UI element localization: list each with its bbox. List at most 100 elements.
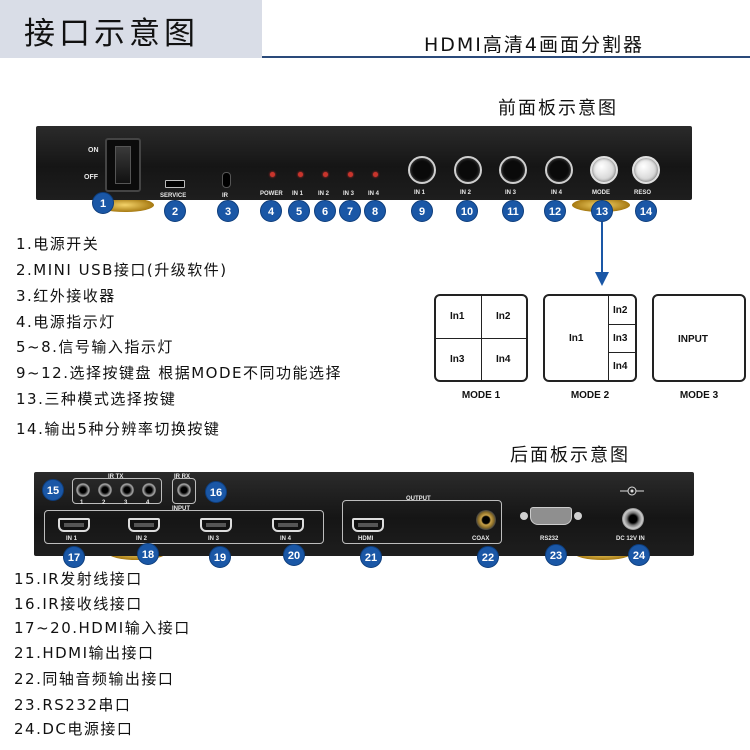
power-switch-rocker (115, 146, 131, 184)
rear-desc-17: 17~20.HDMI输入接口 (14, 619, 191, 637)
page-title: 接口示意图 (24, 16, 199, 52)
in2-led (323, 172, 328, 177)
rs232-label: RS232 (540, 536, 559, 542)
mode1-diagram: In1 In2 In3 In4 (434, 294, 528, 382)
header-divider (262, 56, 750, 58)
badge-3: 3 (217, 200, 239, 222)
mode1-hline (436, 338, 526, 339)
ir-rx-label: IR RX (174, 474, 191, 480)
mode-button-label: MODE (592, 190, 610, 196)
front-panel (36, 126, 692, 200)
mode2-hline-2 (608, 352, 635, 353)
in4-button[interactable] (545, 156, 573, 184)
in1-button[interactable] (408, 156, 436, 184)
badge-18: 18 (137, 543, 159, 565)
output-label: OUTPUT (406, 496, 431, 502)
badge-12: 12 (544, 200, 566, 222)
rear-desc-15: 15.IR发射线接口 (14, 570, 143, 588)
front-panel-title: 前面板示意图 (498, 98, 618, 119)
front-desc-1: 1.电源开关 (16, 235, 100, 253)
in4-led (373, 172, 378, 177)
badge-20: 20 (283, 544, 305, 566)
front-desc-5: 5~8.信号输入指示灯 (16, 338, 174, 356)
badge-24: 24 (628, 544, 650, 566)
power-led (270, 172, 275, 177)
hdmi-out-label: HDMI (358, 536, 374, 542)
mode3-diagram: INPUT (652, 294, 746, 382)
badge-9: 9 (411, 200, 433, 222)
rear-desc-23: 23.RS232串口 (14, 696, 132, 714)
in3-button-label: IN 3 (505, 190, 517, 196)
output-group (342, 500, 502, 544)
badge-2: 2 (164, 200, 186, 222)
ir-tx-num-1: 1 (80, 500, 84, 506)
power-switch[interactable] (105, 138, 141, 192)
mode2-main-in1: In1 (569, 333, 584, 344)
mode2-cell-in3: In3 (613, 333, 628, 344)
coax-port (476, 510, 496, 530)
hdmi-in3-label: IN 3 (208, 536, 220, 542)
front-desc-8: 14.输出5种分辨率切换按键 (16, 420, 221, 438)
rear-panel-title: 后面板示意图 (510, 445, 630, 466)
in1-led-label: IN 1 (292, 191, 304, 197)
mode2-diagram: In1 In2 In3 In4 (543, 294, 637, 382)
switch-on-label: ON (88, 147, 99, 154)
badge-5: 5 (288, 200, 310, 222)
in3-button[interactable] (499, 156, 527, 184)
hdmi-in2-label: IN 2 (136, 536, 148, 542)
badge-22: 22 (477, 546, 499, 568)
rear-desc-24: 24.DC电源接口 (14, 720, 134, 738)
power-led-label: POWER (260, 191, 283, 197)
front-desc-6: 9~12.选择按键盘 根据MODE不同功能选择 (16, 364, 343, 382)
hdmi-in2-port (128, 518, 160, 532)
ir-rx-group (172, 478, 196, 504)
mode2-hline-1 (608, 324, 635, 325)
mode1-label: MODE 1 (461, 390, 501, 401)
in3-led-label: IN 3 (343, 191, 355, 197)
front-desc-7: 13.三种模式选择按键 (16, 390, 177, 408)
mode-button[interactable] (590, 156, 618, 184)
hdmi-in4-label: IN 4 (280, 536, 292, 542)
rear-desc-21: 21.HDMI输出接口 (14, 644, 155, 662)
reso-button[interactable] (632, 156, 660, 184)
badge-1: 1 (92, 192, 114, 214)
mode1-cell-in1: In1 (450, 311, 465, 322)
ir-tx-jack-2 (98, 483, 112, 497)
hdmi-input-group (44, 510, 324, 544)
badge-11: 11 (502, 200, 524, 222)
ir-tx-num-2: 2 (102, 500, 106, 506)
mode1-cell-in2: In2 (496, 311, 511, 322)
hdmi-out-port (352, 518, 384, 532)
badge-16: 16 (205, 481, 227, 503)
mode1-cell-in4: In4 (496, 354, 511, 365)
badge-8: 8 (364, 200, 386, 222)
front-desc-2: 2.MINI USB接口(升级软件) (16, 261, 228, 279)
badge-19: 19 (209, 546, 231, 568)
mode2-vline (608, 296, 609, 380)
badge-4: 4 (260, 200, 282, 222)
badge-13: 13 (591, 200, 613, 222)
ir-tx-num-4: 4 (146, 500, 150, 506)
hdmi-in3-port (200, 518, 232, 532)
reso-button-label: RESO (634, 190, 652, 196)
badge-14: 14 (635, 200, 657, 222)
ir-tx-label: IR TX (108, 474, 124, 480)
dc-label: DC 12V IN (616, 536, 645, 542)
dc-polarity-icon (620, 486, 644, 496)
mode3-input-text: INPUT (678, 334, 708, 345)
badge-7: 7 (339, 200, 361, 222)
switch-off-label: OFF (84, 174, 98, 181)
badge-15: 15 (42, 479, 64, 501)
front-desc-3: 3.红外接收器 (16, 287, 116, 305)
dc-power-jack (622, 508, 644, 530)
in4-button-label: IN 4 (551, 190, 563, 196)
page-subtitle: HDMI高清4画面分割器 (424, 34, 645, 56)
header-tab (0, 0, 262, 58)
mode1-cell-in3: In3 (450, 354, 465, 365)
coax-label: COAX (472, 536, 490, 542)
mini-usb-port (165, 180, 185, 188)
badge-23: 23 (545, 544, 567, 566)
in2-button[interactable] (454, 156, 482, 184)
in2-led-label: IN 2 (318, 191, 330, 197)
rear-desc-22: 22.同轴音频输出接口 (14, 670, 175, 688)
